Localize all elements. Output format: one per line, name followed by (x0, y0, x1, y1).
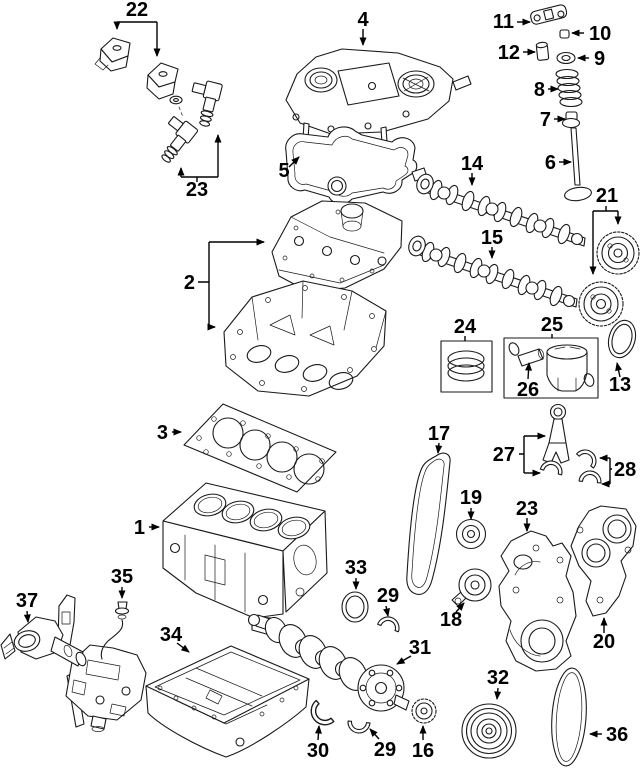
camshaft-upper-drawing (411, 167, 586, 247)
camshaft-seal-drawing (607, 319, 637, 359)
callout-10[interactable]: 10 (589, 23, 611, 45)
valve-cover-drawing (285, 48, 472, 152)
cylinder-block-drawing (162, 482, 328, 636)
crankshaft-pulley-drawing (461, 703, 517, 759)
callout-29-upper[interactable]: 29 (377, 585, 399, 607)
callout-2[interactable]: 2 (184, 272, 195, 294)
piston-ring-set-drawing (440, 340, 493, 393)
callout-1[interactable]: 1 (134, 517, 145, 539)
callout-labels: 22 23 4 5 11 10 12 9 8 7 6 14 15 21 2 24… (16, 0, 636, 762)
camshaft-sprockets-drawing (578, 231, 640, 327)
main-bearings-drawing (310, 616, 400, 734)
oil-pan-drawing (145, 645, 310, 758)
engine-mount-drawing (94, 37, 184, 118)
callout-4[interactable]: 4 (357, 9, 369, 31)
callout-26[interactable]: 26 (517, 379, 539, 401)
callout-37[interactable]: 37 (16, 590, 38, 612)
water-pump-drawing (0, 616, 87, 667)
idler-pulley-drawing (455, 518, 487, 550)
callout-28[interactable]: 28 (614, 459, 636, 481)
callout-3[interactable]: 3 (157, 422, 168, 444)
timing-cover-drawing (498, 530, 577, 672)
ignition-coil-drawing (161, 80, 223, 163)
callout-15[interactable]: 15 (481, 227, 503, 249)
callout-32[interactable]: 32 (487, 667, 509, 689)
drive-belt-drawing (551, 667, 587, 767)
callout-23-cover[interactable]: 23 (516, 498, 538, 520)
callout-9[interactable]: 9 (594, 48, 605, 70)
timing-belt-drawing (406, 452, 451, 595)
callout-29-lower[interactable]: 29 (374, 739, 396, 761)
callout-21[interactable]: 21 (596, 185, 618, 207)
valve-spring-coils (555, 68, 583, 108)
callout-31[interactable]: 31 (409, 637, 431, 659)
callout-36[interactable]: 36 (606, 724, 628, 746)
cylinder-head-drawing (223, 200, 403, 397)
callout-33[interactable]: 33 (345, 557, 367, 579)
callout-17[interactable]: 17 (428, 423, 450, 445)
piston-assembly-drawing (503, 337, 599, 399)
oil-pump-module-drawing (57, 594, 147, 732)
callout-13[interactable]: 13 (609, 374, 631, 396)
callout-24[interactable]: 24 (454, 316, 477, 338)
callout-16[interactable]: 16 (412, 740, 434, 762)
callout-20[interactable]: 20 (593, 631, 615, 653)
connecting-rod-drawing (539, 403, 602, 484)
callout-30[interactable]: 30 (307, 740, 329, 762)
callout-12[interactable]: 12 (498, 42, 520, 64)
callout-5[interactable]: 5 (278, 160, 289, 182)
callout-8[interactable]: 8 (534, 79, 545, 101)
callout-11[interactable]: 11 (493, 11, 514, 33)
tensioner-pulley-drawing (451, 568, 492, 607)
crankshaft-drawing (247, 613, 410, 712)
callout-7[interactable]: 7 (540, 109, 551, 131)
callout-14[interactable]: 14 (461, 153, 484, 175)
leader-lines (23, 18, 622, 741)
valve-cover-gasket-drawing (285, 126, 418, 205)
callout-22[interactable]: 22 (126, 0, 148, 21)
head-gasket-drawing (183, 403, 337, 493)
crankshaft-sprocket-drawing (411, 698, 437, 724)
rear-timing-cover-drawing (570, 505, 637, 617)
camshaft-lower-drawing (408, 235, 578, 308)
callout-18[interactable]: 18 (440, 609, 462, 631)
callout-19[interactable]: 19 (460, 487, 482, 509)
crankshaft-seal-drawing (341, 591, 369, 623)
callout-34[interactable]: 34 (160, 624, 183, 646)
callout-25[interactable]: 25 (541, 314, 563, 336)
callout-35[interactable]: 35 (111, 566, 133, 588)
valvetrain-drawing (530, 4, 592, 202)
callout-6[interactable]: 6 (545, 152, 556, 174)
callout-23-coils[interactable]: 23 (186, 179, 208, 201)
callout-27[interactable]: 27 (493, 444, 515, 466)
